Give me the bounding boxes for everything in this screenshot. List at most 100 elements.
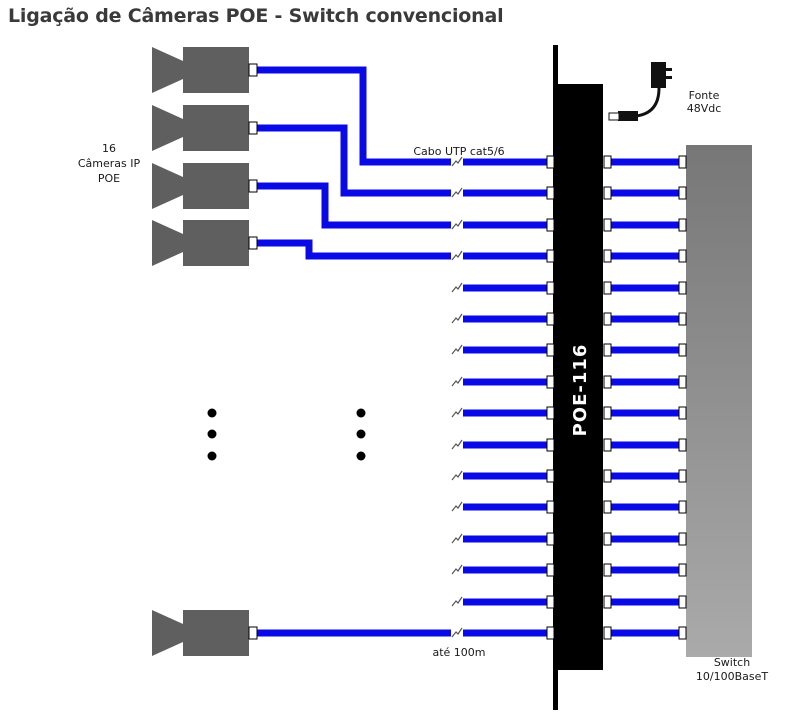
- switch-spec-label: 10/100BaseT: [696, 670, 768, 683]
- camera-lens: [152, 105, 183, 151]
- switch-port-connector: [678, 438, 687, 452]
- cable-segment-in: [463, 221, 547, 229]
- cameras-poe-label: POE: [98, 172, 120, 185]
- switch-port-connector: [678, 406, 687, 420]
- camera-connector: [248, 179, 258, 193]
- cable-segment-in: [463, 503, 547, 511]
- diagram-title: Ligação de Câmeras POE - Switch convenci…: [8, 5, 504, 27]
- switch-port-connector: [678, 563, 687, 577]
- cable-segment-in: [463, 189, 547, 197]
- camera-lens: [152, 47, 183, 93]
- port-connector-in: [546, 532, 555, 546]
- camera-icon: [152, 47, 258, 93]
- port-connector-in: [546, 406, 555, 420]
- port-connector-in: [546, 343, 555, 357]
- camera-body: [183, 47, 249, 93]
- cable-segment-in: [463, 284, 547, 292]
- port-connector-out: [603, 186, 612, 200]
- cable-break-icon: [451, 282, 463, 293]
- switch-port-connector: [678, 155, 687, 169]
- port-connector-out: [603, 626, 612, 640]
- cable-segment-in: [463, 441, 547, 449]
- distance-label: até 100m: [432, 646, 485, 659]
- cable-segment-out: [611, 315, 680, 323]
- switch-port-connector: [678, 249, 687, 263]
- cameras-count-label: 16: [102, 142, 116, 155]
- camera-lens: [152, 163, 183, 209]
- cable-segment-out: [611, 535, 680, 543]
- cable-segment-out: [611, 158, 680, 166]
- poe-device-label: POE-116: [570, 344, 591, 437]
- port-connector-in: [546, 500, 555, 514]
- port-connector-in: [546, 155, 555, 169]
- switch-port-connector: [678, 595, 687, 609]
- camera-connector: [248, 63, 258, 77]
- port-connector-out: [603, 312, 612, 326]
- cable-segment-out: [611, 346, 680, 354]
- power-adapter-icon: [608, 62, 672, 121]
- cable-segment-in: [463, 566, 547, 574]
- cable-break-icon: [451, 501, 463, 512]
- cable-segment-in: [463, 535, 547, 543]
- cable-break-icon: [451, 439, 463, 450]
- camera-cable: [257, 66, 451, 166]
- camera-cable: [257, 124, 451, 197]
- cable-segment-out: [611, 441, 680, 449]
- switch-port-connector: [678, 281, 687, 295]
- port-connector-out: [603, 406, 612, 420]
- cable-break-icon: [451, 627, 463, 638]
- switch-port-connector: [678, 532, 687, 546]
- port-connector-in: [546, 186, 555, 200]
- cable-break-icon: [451, 564, 463, 575]
- switch-port-connector: [678, 469, 687, 483]
- port-connector-out: [603, 281, 612, 295]
- port-rows: [451, 155, 687, 640]
- cable-segment-out: [611, 409, 680, 417]
- cable-segment-out: [611, 503, 680, 511]
- camera-connector: [248, 626, 258, 640]
- port-connector-out: [603, 249, 612, 263]
- port-connector-in: [546, 626, 555, 640]
- cable-break-icon: [451, 596, 463, 607]
- port-connector-out: [603, 500, 612, 514]
- camera-body: [183, 105, 249, 151]
- port-connector-in: [546, 563, 555, 577]
- camera-connector: [248, 236, 258, 250]
- cameras-type-label: Câmeras IP: [78, 157, 141, 170]
- port-connector-out: [603, 438, 612, 452]
- port-connector-out: [603, 469, 612, 483]
- camera-cable: [257, 239, 451, 260]
- port-connector-in: [546, 469, 555, 483]
- cable-segment-in: [463, 158, 547, 166]
- cable-segment-in: [463, 629, 547, 637]
- switch-port-connector: [678, 186, 687, 200]
- port-connector-out: [603, 155, 612, 169]
- camera-lens: [152, 220, 183, 266]
- cable-break-icon: [451, 533, 463, 544]
- port-connector-out: [603, 595, 612, 609]
- cable-segment-out: [611, 629, 680, 637]
- port-connector-out: [603, 563, 612, 577]
- cable-break-icon: [451, 344, 463, 355]
- camera-body: [183, 220, 249, 266]
- cable-segment-out: [611, 221, 680, 229]
- switch-port-connector: [678, 500, 687, 514]
- cable-segment-in: [463, 315, 547, 323]
- switch-port-connector: [678, 626, 687, 640]
- cable-segment-out: [611, 284, 680, 292]
- camera-body: [183, 610, 249, 656]
- switch-port-connector: [678, 218, 687, 232]
- port-connector-in: [546, 375, 555, 389]
- power-voltage-label: 48Vdc: [687, 102, 722, 115]
- camera-body: [183, 163, 249, 209]
- camera-cable: [257, 182, 451, 229]
- port-connector-out: [603, 343, 612, 357]
- cable-break-icon: [451, 250, 463, 261]
- port-connector-in: [546, 438, 555, 452]
- camera-icon: [152, 105, 258, 151]
- cable-segment-in: [463, 472, 547, 480]
- port-connector-in: [546, 595, 555, 609]
- port-connector-in: [546, 218, 555, 232]
- power-name-label: Fonte: [689, 89, 720, 102]
